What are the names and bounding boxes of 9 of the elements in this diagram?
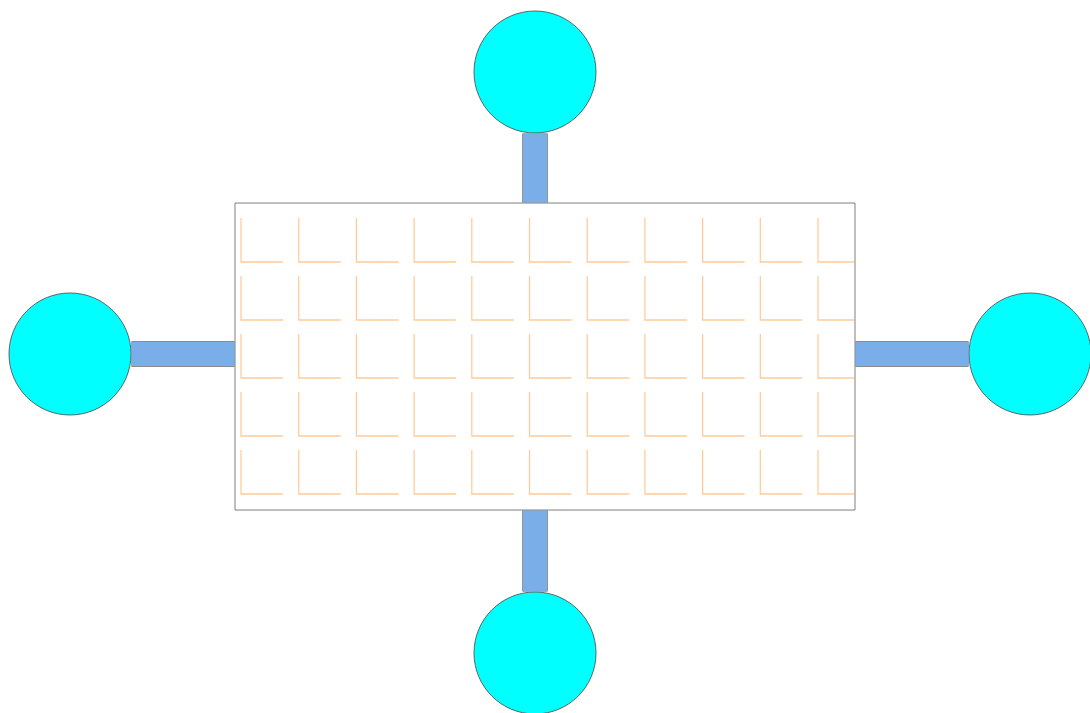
connector-bar [855,341,969,367]
grid-pattern-box [234,202,856,511]
connector-bar [522,510,548,592]
circle [8,292,132,416]
circle [473,10,597,134]
circle [473,591,597,713]
circle [968,292,1090,416]
connector-bar [522,133,548,203]
connector-bar [131,341,235,367]
